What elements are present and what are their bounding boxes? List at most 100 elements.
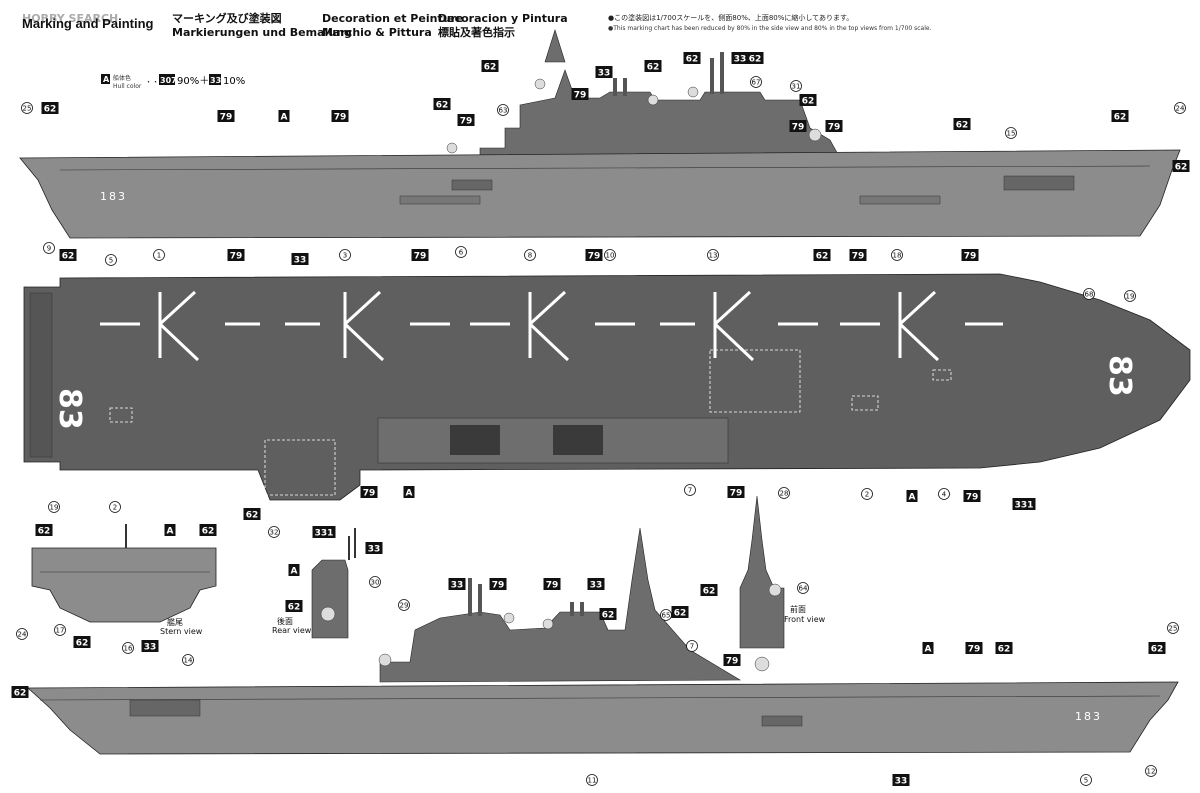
callout-circle-label: 28 [780,490,789,498]
callout-box-label: 62 [816,252,829,262]
callout-circle-label: 15 [1007,130,1016,138]
callout-box-deck-7: 79 [961,249,979,262]
callout-box-label: 62 [246,511,259,521]
callout-box-label: 62 [288,603,301,613]
callout-circle-deck-2: 8 [524,249,536,261]
callout-circle-label: 12 [1147,768,1156,776]
callout-box-label: 79 [588,252,601,262]
hull-number-top: 183 [100,190,127,203]
legend-label-en: Hull color [113,83,142,90]
callout-box-label: 62 [1151,645,1164,655]
callout-circle-label: 24 [1176,105,1185,113]
callout-box-bottom-4: 62 [599,608,617,621]
callout-box-bottom-14: 33 [892,774,910,787]
note-en: ●This marking chart has been reduced by … [608,25,932,32]
callout-box-label: A [909,493,916,503]
callout-box-label: 79 [460,117,473,127]
callout-circle-label: 67 [752,79,761,87]
callout-box-bottom-10: 79 [965,642,983,655]
callout-circle-label: 4 [942,491,947,499]
front-view: 前面 Front view [739,495,826,649]
callout-box-top-7: 62 [433,98,451,111]
callout-circle-label: 1 [157,252,161,260]
callout-circle-bottom-2: 29 [398,599,410,611]
callout-circle-deck-13: 2 [861,488,873,500]
callout-circle-deck-9: 2 [109,501,121,513]
callout-box-top-10: 62 [683,52,701,65]
callout-circle-label: 19 [1126,293,1135,301]
title-de: Markierungen und Bemalung [172,26,352,39]
callout-circle-label: 10 [606,252,615,260]
callout-box-label: A [925,645,932,655]
callout-circle-top-6: 31 [790,80,802,92]
callout-circle-stern-1: 16 [122,642,134,654]
callout-circle-deck-6: 68 [1083,288,1095,300]
callout-box-top-4: 62 [481,60,499,73]
title-cn: 標貼及著色指示 [438,25,515,39]
callout-circle-bottom-5: 25 [1167,622,1179,634]
title-jp: マーキング及び塗装図 [172,11,282,25]
watermark: HOBBY SEARCH [22,12,118,25]
callout-box-bottom-13: 62 [11,686,29,699]
legend-mix-b: 33 [210,76,221,85]
callout-box-label: 33 [590,581,603,591]
callout-box-label: 79 [220,113,233,123]
callout-circle-label: 5 [109,257,113,265]
callout-box-label: 33 [368,545,381,555]
callout-box-top-6: 79 [571,88,589,101]
callout-box-deck-5: 62 [813,249,831,262]
callout-circle-top-5: 67 [750,76,762,88]
callout-circle-stern-0: 17 [54,624,66,636]
callout-circle-label: 3 [343,252,347,260]
callout-circle-label: 2 [865,491,869,499]
callout-box-deck-2: 33 [291,253,309,266]
callout-box-label: A [406,489,413,499]
callout-box-label: 62 [1114,113,1127,123]
callout-box-top-11: 33 [731,52,749,65]
callout-box-label: 79 [574,91,587,101]
callout-box-top-19: 62 [953,118,971,131]
callout-box-top-9: 62 [644,60,662,73]
callout-circle-top-4: 63 [497,104,509,116]
title-en: Marking and Painting [22,16,154,31]
callout-box-label: 33 [598,69,611,79]
callout-box-label: 62 [436,101,449,111]
callout-circle-label: 65 [662,612,671,620]
callout-box-bottom-6: 62 [671,606,689,619]
callout-box-deck-10: 62 [243,508,261,521]
callout-circle-label: 16 [124,645,133,653]
callout-box-label: 62 [44,105,57,115]
callout-box-deck-0: 62 [59,249,77,262]
callout-circle-label: 8 [528,252,532,260]
callout-circle-label: 63 [499,107,508,115]
callout-circle-deck-4: 13 [707,249,719,261]
callout-box-stern-1: A [164,524,176,537]
callout-circle-bottom-3: 65 [660,609,672,621]
callout-box-label: 62 [674,609,687,619]
callout-box-label: 33 [294,256,307,266]
callout-circle-label: 14 [184,657,193,665]
callout-circle-bottom-8: 12 [1145,765,1157,777]
callout-circle-label: 7 [690,643,694,651]
callout-circle-front-0: 64 [797,582,809,594]
callout-circle-label: 19 [50,504,59,512]
callout-box-bottom-9: A [922,642,934,655]
title-fr: Decoration et Peinture [322,12,463,25]
callout-circle-deck-3: 10 [604,249,616,261]
callout-box-stern-3: 33 [141,640,159,653]
callout-box-label: 79 [966,493,979,503]
callout-box-label: 79 [546,581,559,591]
callout-box-label: 79 [414,252,427,262]
callout-box-label: 79 [363,489,376,499]
callout-circle-deck-10: 32 [268,526,280,538]
callout-box-top-0: 62 [41,102,59,115]
callout-box-top-1: A [278,110,290,123]
callout-box-label: 62 [602,611,615,621]
legend-key: A [103,75,110,84]
stern-view-jp: 艦尾 [167,617,183,627]
legend-label-jp: 船体色 [113,74,131,82]
legend-dots: ・・・ [145,78,166,86]
callout-box-label: 79 [726,657,739,667]
